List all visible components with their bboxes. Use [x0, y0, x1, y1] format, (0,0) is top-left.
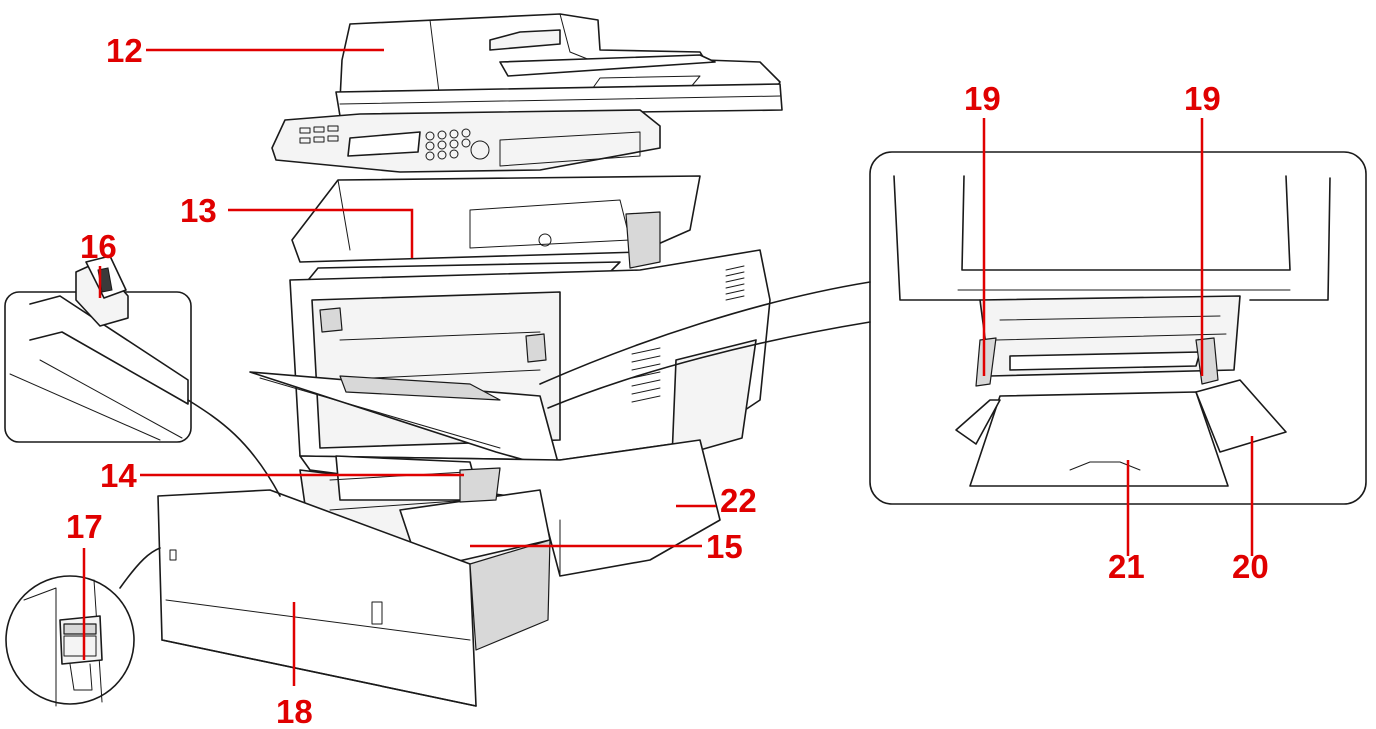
callout-17: 17 [66, 508, 103, 545]
callout-14: 14 [100, 457, 137, 494]
callout-18: 18 [276, 693, 313, 729]
side-vents [631, 265, 745, 403]
callout-19-left: 19 [964, 80, 1001, 117]
leader-line-13 [228, 208, 414, 258]
callout-13: 13 [180, 192, 217, 229]
callout-21: 21 [1108, 548, 1145, 585]
inset-size-dial [5, 547, 161, 707]
printer-illustration [157, 13, 783, 707]
callout-20: 20 [1232, 548, 1269, 585]
callout-15: 15 [706, 528, 743, 565]
inset-paper-guide [4, 255, 281, 497]
callout-numbers: 12 13 14 15 16 17 18 19 19 20 21 22 [66, 32, 1269, 729]
callout-22: 22 [720, 482, 757, 519]
callout-leaders [82, 48, 1254, 686]
keypad-keys [299, 125, 490, 161]
callout-16: 16 [80, 228, 117, 265]
callout-12: 12 [106, 32, 143, 69]
inset-multipurpose-tray [539, 151, 1367, 505]
callout-19-right: 19 [1184, 80, 1221, 117]
